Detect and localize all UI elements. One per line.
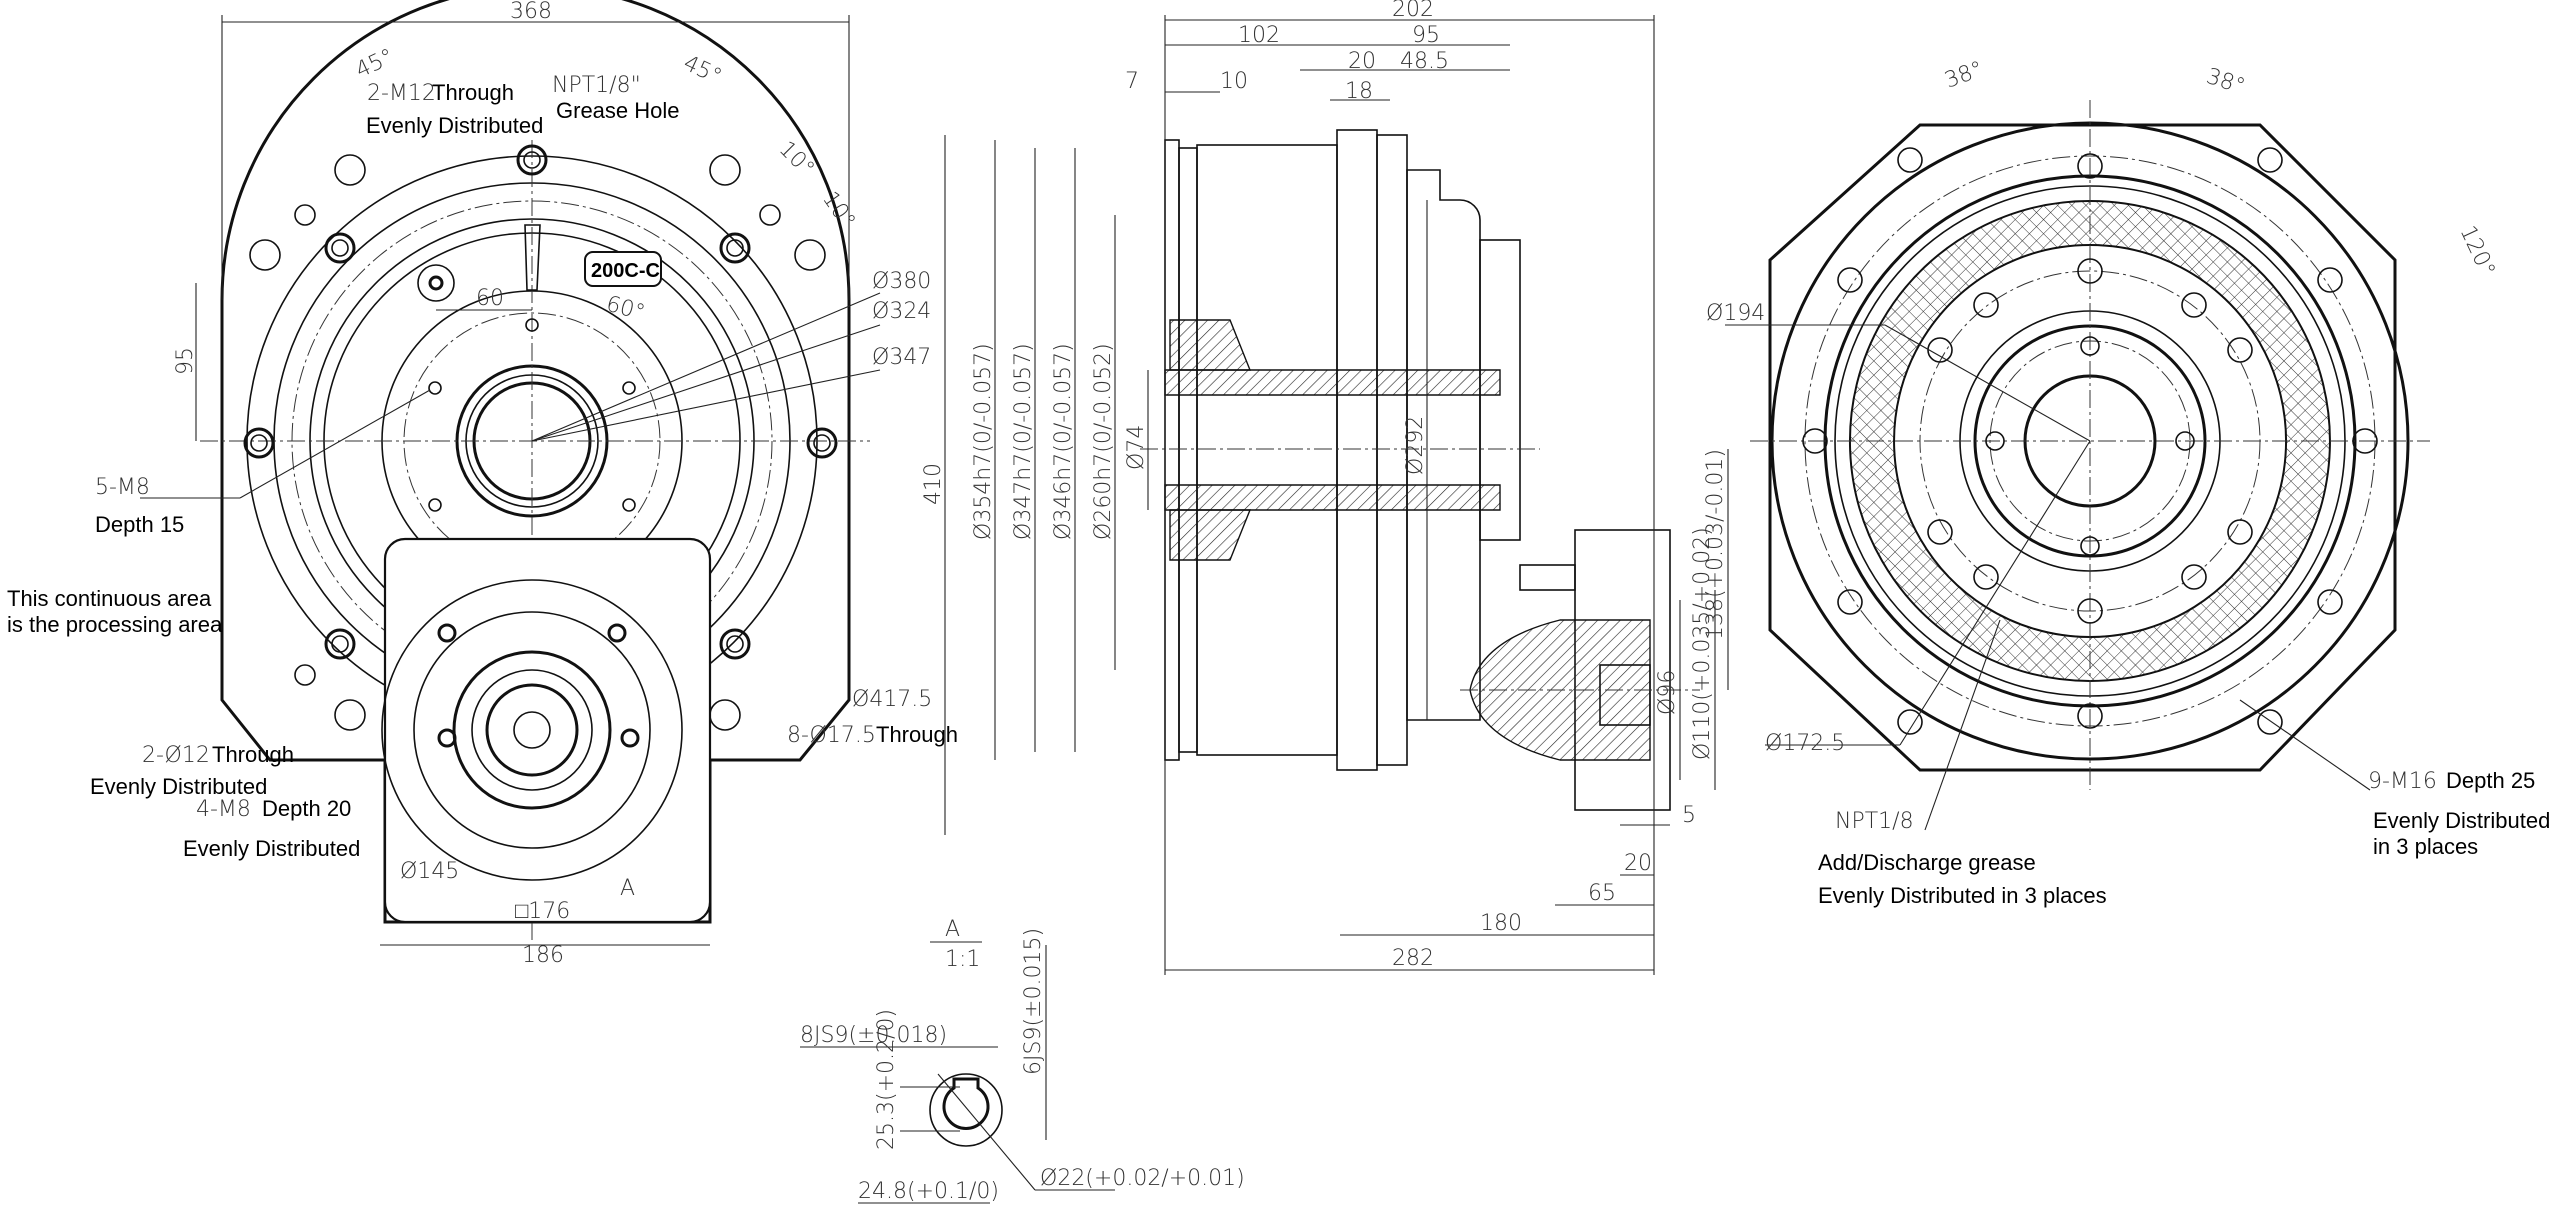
key-8js9: 8JS9(±0.018) <box>800 1023 947 1048</box>
dim-60: 60 <box>476 286 504 311</box>
dim-282: 282 <box>1392 946 1434 971</box>
m8b-distributed: Evenly Distributed <box>183 836 360 861</box>
key-6js9: 6JS9(±0.015) <box>1021 928 1046 1075</box>
angle-10a: 10° <box>774 137 819 182</box>
side-view-labels: 202 102 95 20 48.5 18 7 10 Ø354h7(0/-0.0… <box>971 0 1728 971</box>
dia-145: Ø145 <box>400 859 459 884</box>
dim-10: 10 <box>1220 69 1248 94</box>
m16-depth: Depth 25 <box>2446 768 2535 793</box>
dia-292: Ø292 <box>1403 416 1428 475</box>
grease-label-1: Add/Discharge grease <box>1818 850 2036 875</box>
holes-12-distributed: Evenly Distributed <box>90 774 267 799</box>
detail-a: A 1:1 8JS9(±0.018) 6JS9(±0.015) 25.3(+0.… <box>800 917 1245 1204</box>
m8-label: 5-M8 <box>95 475 150 500</box>
dim-65: 65 <box>1588 881 1616 906</box>
dia-96: Ø96 <box>1655 670 1680 715</box>
dia-324: Ø324 <box>872 299 931 324</box>
angle-38b: 38° <box>2203 64 2248 100</box>
m12-label: 2-M12 <box>367 81 436 106</box>
front-view-labels: 368 45° 45° 2-M12 Through Evenly Distrib… <box>7 0 958 968</box>
dia-260: Ø260h7(0/-0.052) <box>1091 343 1116 540</box>
dim-20b: 20 <box>1624 851 1652 876</box>
dia-347: Ø347 <box>872 345 931 370</box>
front-view <box>140 0 946 946</box>
holes-17-5: 8-Ø17.5 <box>787 723 876 748</box>
processing-area-line2: is the processing area <box>7 612 223 637</box>
m12-distributed: Evenly Distributed <box>366 113 543 138</box>
dim-20: 20 <box>1348 49 1376 74</box>
dim-48-5: 48.5 <box>1400 49 1449 74</box>
rear-holes <box>1802 147 2378 735</box>
angle-38a: 38° <box>1942 57 1987 94</box>
m16-label: 9-M16 <box>2368 769 2437 794</box>
detail-scale: 1:1 <box>945 947 980 972</box>
m8b-label: 4-M8 <box>196 797 251 822</box>
m8b-depth: Depth 20 <box>262 796 351 821</box>
section-marker-a: A <box>620 876 635 901</box>
holes-17-5-through: Through <box>876 722 958 747</box>
dia-194: Ø194 <box>1706 301 1765 326</box>
npt-label-rear: NPT1/8 <box>1835 809 1914 834</box>
grease-label-2: Evenly Distributed in 3 places <box>1818 883 2107 908</box>
dia-74: Ø74 <box>1124 425 1149 470</box>
dim-24-8: 24.8(+0.1/0) <box>858 1179 999 1204</box>
dim-138: 138(+0.03/-0.01) <box>1703 449 1728 640</box>
holes-12: 2-Ø12 <box>142 743 210 768</box>
dim-368: 368 <box>510 0 552 24</box>
model-badge: 200C-C <box>591 260 660 282</box>
model-badge-frame <box>584 251 662 287</box>
dim-95-side: 95 <box>1412 23 1440 48</box>
dim-102: 102 <box>1238 23 1280 48</box>
dia-172-5: Ø172.5 <box>1765 731 1845 756</box>
angle-45-right: 45° <box>679 51 725 90</box>
bolt-holes <box>243 144 838 731</box>
detail-title: A <box>945 917 960 942</box>
dia-110: Ø110(+0.035/+0.02) <box>1690 527 1715 760</box>
dim-95: 95 <box>173 347 198 375</box>
dia-22: Ø22(+0.02/+0.01) <box>1040 1166 1245 1191</box>
dim-202: 202 <box>1392 0 1434 22</box>
holes-12-through: Through <box>212 742 294 767</box>
rear-view <box>1725 100 2430 831</box>
dim-180: 180 <box>1480 911 1522 936</box>
m8-depth: Depth 15 <box>95 512 184 537</box>
square-176: □176 <box>515 899 570 924</box>
dim-7: 7 <box>1125 69 1139 94</box>
dia-347-side: Ø347h7(0/-0.057) <box>1011 343 1036 540</box>
dia-354: Ø354h7(0/-0.057) <box>971 343 996 540</box>
dia-346: Ø346h7(0/-0.057) <box>1051 343 1076 540</box>
dia-380: Ø380 <box>872 269 931 294</box>
m16-distributed: Evenly Distributed <box>2373 808 2550 833</box>
rear-view-labels: 38° 38° 120° Ø194 Ø172.5 9-M16 Depth 25 … <box>1706 57 2550 908</box>
angle-45-left: 45° <box>352 44 398 83</box>
m12-through: Through <box>432 80 514 105</box>
side-view <box>994 15 1729 975</box>
m16-places: in 3 places <box>2373 834 2478 859</box>
dim-186: 186 <box>522 943 564 968</box>
grease-hole-label: Grease Hole <box>556 98 680 123</box>
dim-18: 18 <box>1345 79 1373 104</box>
angle-10b: 10° <box>817 187 860 233</box>
dim-5: 5 <box>1682 803 1696 828</box>
dia-417-5: Ø417.5 <box>852 687 932 712</box>
dim-410: 410 <box>921 463 946 505</box>
angle-120: 120° <box>2455 222 2500 281</box>
angle-60: 60° <box>603 292 647 326</box>
processing-area-line1: This continuous area <box>7 586 212 611</box>
npt-label: NPT1/8" <box>552 73 641 98</box>
dim-25-3: 25.3(+0.2/0) <box>874 1009 899 1150</box>
